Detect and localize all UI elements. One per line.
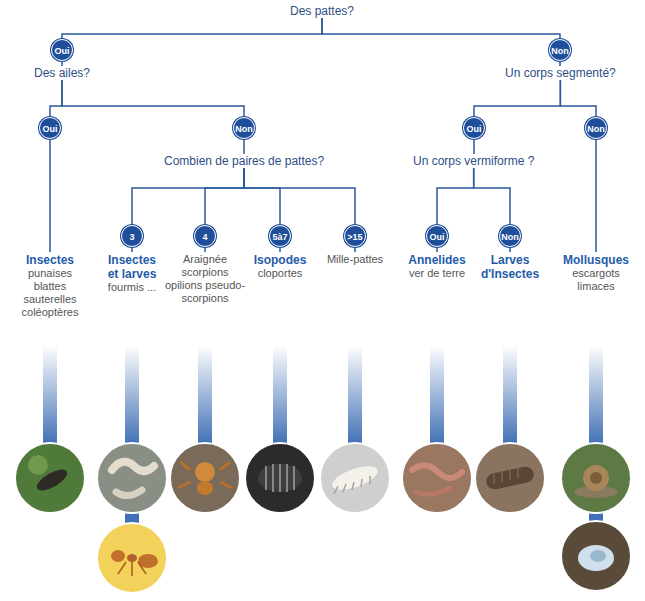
answer-circle: Oui [463, 117, 485, 139]
answer-label: >15 [347, 232, 362, 242]
question-text: Des ailes? [31, 66, 93, 80]
group-examples: Araignée scorpions opilions pseudo-scorp… [163, 253, 247, 305]
taxon-group: Mille-pattes [322, 252, 388, 267]
answer-label: Oui [43, 124, 58, 134]
answer-circle: Non [549, 39, 571, 61]
answer-label: Non [551, 46, 569, 56]
photo-woodlouse [245, 443, 315, 513]
photo-bug [15, 443, 85, 513]
group-examples: Mille-pattes [322, 253, 388, 266]
branch-line [205, 168, 244, 225]
branch-line [322, 18, 560, 39]
question-label: Combien de paires de pattes? [164, 154, 324, 168]
question-label: Un corps segmenté? [505, 66, 616, 80]
taxon-group: Isopodescloportes [250, 252, 310, 281]
group-name: Insectes [15, 253, 85, 267]
photo-larvae [97, 443, 167, 513]
photo-millipede [320, 443, 390, 513]
branch-line [50, 80, 62, 117]
answer-circle: Oui [39, 117, 61, 139]
answer-circle: Oui [426, 225, 448, 247]
answer-label: Oui [467, 124, 482, 134]
group-examples: fourmis ... [104, 281, 160, 294]
gradient-bars [43, 345, 603, 526]
branch-line [473, 139, 475, 154]
answer-label: Non [501, 232, 519, 242]
branch-line [474, 168, 510, 225]
answer-label: 5à7 [272, 232, 287, 242]
taxon-group: Mollusquesescargots limaces [560, 252, 632, 294]
branch-line [62, 80, 244, 117]
group-examples: escargots limaces [560, 267, 632, 293]
answer-label: 4 [202, 232, 207, 242]
branch-line [49, 139, 51, 252]
question-text: Des pattes? [287, 4, 357, 18]
photo-snail [561, 443, 631, 513]
taxon-group: Insectespunaises blattes sauterelles col… [15, 252, 85, 320]
taxon-group: Araignée scorpions opilions pseudo-scorp… [163, 252, 247, 306]
branch-line [437, 168, 474, 225]
question-label: Des ailes? [34, 66, 90, 80]
answer-label: Non [587, 124, 605, 134]
answer-label: Oui [430, 232, 445, 242]
taxon-group: Insectes et larvesfourmis ... [104, 252, 160, 295]
group-examples: ver de terre [404, 267, 470, 280]
group-name: Insectes et larves [104, 253, 160, 281]
branch-line [243, 139, 245, 154]
branch-line [244, 168, 355, 225]
answer-circle: Oui [51, 39, 73, 61]
question-label: Des pattes? [290, 4, 354, 18]
group-name: Mollusques [560, 253, 632, 267]
answer-circle: 5à7 [269, 225, 291, 247]
answer-label: Oui [55, 46, 70, 56]
answer-label: 3 [129, 232, 134, 242]
branch-line [132, 168, 244, 225]
branch-line [474, 80, 560, 117]
taxon-group: Annelidesver de terre [404, 252, 470, 281]
group-examples: punaises blattes sauterelles coléoptères [15, 267, 85, 319]
answer-circle: Non [499, 225, 521, 247]
answer-circle: 4 [194, 225, 216, 247]
question-text: Combien de paires de pattes? [161, 154, 327, 168]
group-name: Larves d'Insectes [478, 253, 542, 281]
answer-circle: >15 [344, 225, 366, 247]
branch-line [244, 168, 280, 225]
photo-ant [97, 523, 167, 593]
photo-larva [475, 443, 545, 513]
photo-earthworm [402, 443, 472, 513]
group-name: Annelides [404, 253, 470, 267]
answer-label: Non [235, 124, 253, 134]
question-text: Un corps segmenté? [502, 66, 619, 80]
photo-spider [170, 443, 240, 513]
group-examples: cloportes [250, 267, 310, 280]
answer-circle: Non [585, 117, 607, 139]
question-text: Un corps vermiforme ? [410, 154, 537, 168]
photo-slug [561, 521, 631, 591]
branch-line [595, 139, 597, 252]
taxon-group: Larves d'Insectes [478, 252, 542, 282]
question-label: Un corps vermiforme ? [413, 154, 534, 168]
branch-line [560, 80, 596, 117]
branch-line [62, 18, 322, 39]
answer-circle: 3 [121, 225, 143, 247]
group-name: Isopodes [250, 253, 310, 267]
answer-circle: Non [233, 117, 255, 139]
